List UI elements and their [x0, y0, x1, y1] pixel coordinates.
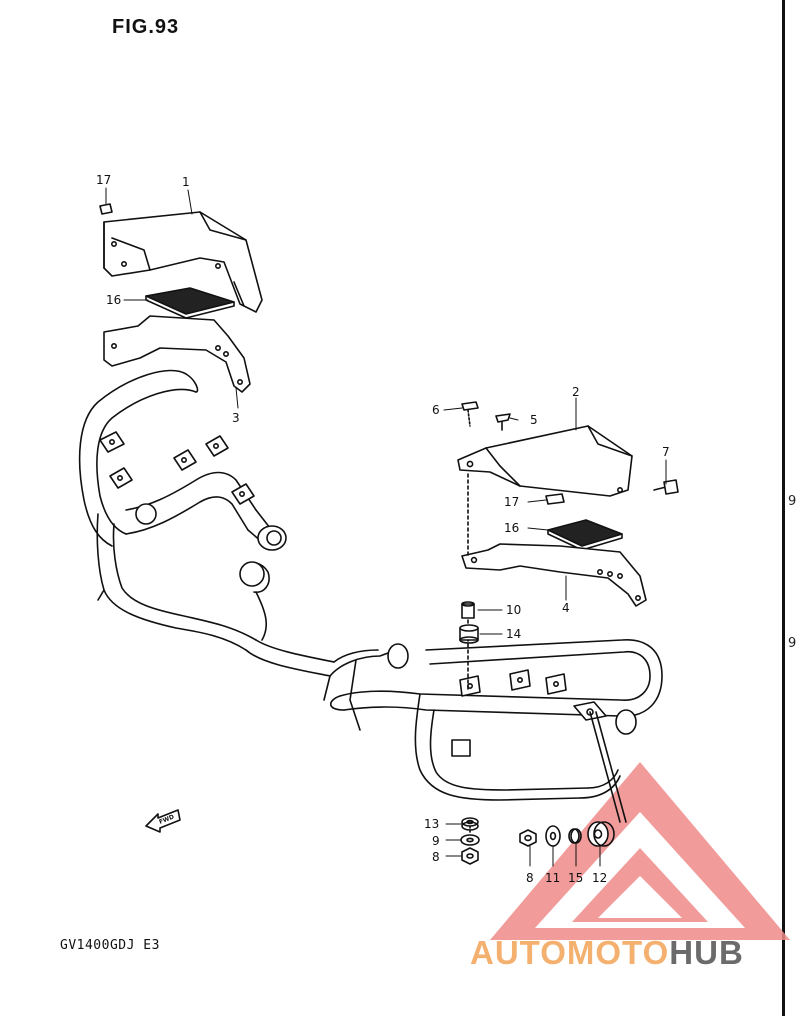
callout-16: 16 [106, 293, 121, 307]
callout-17: 17 [96, 173, 111, 187]
crash-bar-right [329, 639, 663, 823]
callout-14: 14 [506, 627, 521, 641]
part-15-collar [568, 828, 582, 844]
crash-bar-frame [78, 369, 409, 731]
callout-1: 1 [182, 175, 190, 189]
part-3-bracket [103, 315, 251, 393]
fwd-arrow-icon [145, 809, 181, 833]
part-17-nut-upper [99, 203, 113, 215]
callout-labels: 1 17 16 3 2 6 5 7 17 16 4 10 14 13 9 8 8… [96, 173, 670, 885]
part-12-damper [587, 821, 615, 847]
callout-6: 6 [432, 403, 440, 417]
callout-5: 5 [530, 413, 538, 427]
part-11-washer [545, 825, 561, 847]
watermark-logo [490, 762, 790, 940]
callout-12: 12 [592, 871, 607, 885]
part-14-grommet [459, 624, 479, 644]
callout-9: 9 [432, 834, 440, 848]
edge-mark: 9 [788, 494, 797, 509]
callout-11: 11 [545, 871, 560, 885]
callout-7: 7 [662, 445, 670, 459]
leader-lines [105, 187, 667, 867]
callout-4: 4 [562, 601, 570, 615]
part-1-cover [103, 211, 263, 313]
part-13-grommet [461, 817, 479, 831]
part-5-screw [495, 413, 511, 431]
part-6-bolt [461, 401, 479, 427]
callout-3: 3 [232, 411, 240, 425]
part-2-cover [457, 425, 633, 497]
edge-mark: 9 [788, 636, 797, 651]
part-16-pad-upper [145, 287, 235, 319]
model-code: GV1400GDJ E3 [60, 938, 160, 953]
part-8-nut-right [519, 829, 537, 847]
part-4-bracket [461, 543, 647, 607]
part-10-spacer [461, 601, 475, 619]
part-7-bolt [653, 479, 679, 495]
callout-10: 10 [506, 603, 521, 617]
watermark-text: AUTOMOTOHUB [470, 934, 744, 972]
callout-15: 15 [568, 871, 583, 885]
figure-title: FIG.93 [112, 16, 180, 38]
callout-17: 17 [504, 495, 519, 509]
callout-8: 8 [432, 850, 440, 864]
callout-2: 2 [572, 385, 580, 399]
watermark-text-part1: AUTOMOTO [470, 934, 670, 971]
part-8-nut-lower [461, 847, 479, 865]
part-17-nut-right [545, 493, 565, 505]
callout-13: 13 [424, 817, 439, 831]
part-9-washer [460, 834, 480, 846]
callout-8: 8 [526, 871, 534, 885]
page-edge-border [782, 0, 785, 1016]
watermark-text-part2: HUB [669, 934, 744, 971]
callout-16: 16 [504, 521, 519, 535]
